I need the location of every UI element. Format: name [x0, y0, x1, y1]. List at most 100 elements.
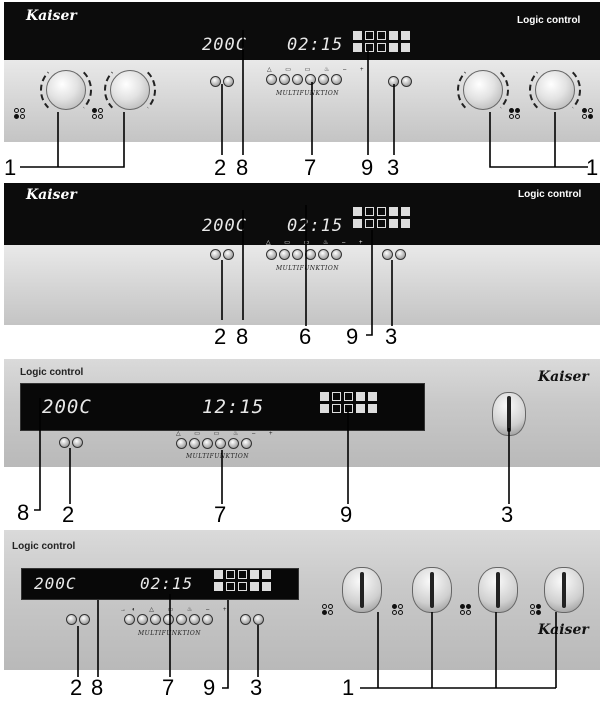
oven-panel-3: Logic control Kaiser 200C 12:15 △ ▭ ▭ ♨ …	[4, 359, 600, 467]
button[interactable]	[388, 76, 399, 87]
panel-4-brand-logo: Kaiser	[538, 622, 589, 638]
label-p2-buttons-2: 2	[214, 326, 226, 348]
panel-2-brand-logo: Kaiser	[26, 187, 77, 203]
button[interactable]	[266, 249, 277, 260]
panel-3-logic-label: Logic control	[20, 367, 83, 378]
button[interactable]	[210, 249, 221, 260]
panel-1-indicator-dots-4	[582, 108, 593, 119]
label-p4-knobs-1: 1	[342, 677, 354, 699]
panel-1-logic-label: Logic control	[517, 15, 580, 26]
button[interactable]	[331, 74, 342, 85]
panel-1-clock-display: 02:15	[287, 35, 343, 55]
button[interactable]	[137, 614, 148, 625]
button[interactable]	[292, 74, 303, 85]
panel-1-knob-4[interactable]	[535, 70, 575, 110]
panel-1-multifunktion-label: MULTIFUNKTION	[276, 90, 339, 97]
button[interactable]	[79, 614, 90, 625]
panel-1-knob-1[interactable]	[46, 70, 86, 110]
panel-1-control-buttons	[266, 74, 342, 85]
label-p3-grid-9: 9	[340, 504, 352, 526]
label-p1-knobs-left: 1	[4, 157, 16, 179]
label-p4-controls-7: 7	[162, 677, 174, 699]
button[interactable]	[228, 438, 239, 449]
panel-2-logic-label: Logic control	[518, 189, 581, 200]
label-p3-controls-7: 7	[214, 504, 226, 526]
label-p3-knob-3: 3	[501, 504, 513, 526]
panel-4-buttons-3	[240, 614, 264, 625]
button[interactable]	[202, 438, 213, 449]
panel-3-symbol-row: △ ▭ ▭ ♨ – +	[176, 430, 279, 437]
button[interactable]	[401, 76, 412, 87]
panel-1-temperature-display: 200C	[202, 35, 247, 55]
label-p1-knobs-right: 1	[586, 157, 598, 179]
button[interactable]	[223, 76, 234, 87]
button[interactable]	[318, 74, 329, 85]
button[interactable]	[305, 74, 316, 85]
panel-2-control-buttons	[266, 249, 342, 260]
label-p4-display-8: 8	[91, 677, 103, 699]
button[interactable]	[318, 249, 329, 260]
button[interactable]	[66, 614, 77, 625]
panel-4-control-buttons	[124, 614, 213, 625]
panel-3-brand-logo: Kaiser	[538, 369, 589, 385]
panel-3-buttons-2	[59, 437, 83, 448]
panel-1-symbol-row: △ ▭ ▭ ♨ – +	[267, 66, 370, 73]
label-p1-controls-7: 7	[304, 157, 316, 179]
panel-4-knob-3[interactable]	[478, 567, 518, 613]
panel-1-knob-2[interactable]	[110, 70, 150, 110]
panel-1-indicator-dots-left	[14, 108, 25, 119]
panel-3-function-grid	[320, 392, 377, 413]
label-p2-controls-6: 6	[299, 326, 311, 348]
button[interactable]	[202, 614, 213, 625]
button[interactable]	[189, 614, 200, 625]
panel-2-buttons-2	[210, 249, 234, 260]
panel-1-knob-3[interactable]	[463, 70, 503, 110]
panel-1-indicator-dots-2	[92, 108, 103, 119]
panel-2-multifunktion-label: MULTIFUNKTION	[276, 265, 339, 272]
label-p1-display-8: 8	[236, 157, 248, 179]
button[interactable]	[253, 614, 264, 625]
panel-4-knob-2[interactable]	[412, 567, 452, 613]
panel-4-knob-1[interactable]	[342, 567, 382, 613]
button[interactable]	[215, 438, 226, 449]
label-p1-grid-9: 9	[361, 157, 373, 179]
panel-3-control-buttons	[176, 438, 252, 449]
button[interactable]	[59, 437, 70, 448]
button[interactable]	[163, 614, 174, 625]
panel-4-indicator-dots-4	[530, 604, 541, 615]
button[interactable]	[331, 249, 342, 260]
button[interactable]	[241, 438, 252, 449]
button[interactable]	[292, 249, 303, 260]
label-p2-display-8: 8	[236, 326, 248, 348]
label-p3-display-8: 8	[17, 502, 29, 524]
panel-4-multifunktion-label: MULTIFUNKTION	[138, 630, 201, 637]
oven-panel-2: Kaiser Logic control 200C 02:15 △ ▭ ▭ ♨ …	[4, 183, 600, 325]
button[interactable]	[210, 76, 221, 87]
panel-4-temperature-display: 200C	[34, 574, 77, 593]
panel-3-knob[interactable]	[492, 392, 526, 436]
button[interactable]	[150, 614, 161, 625]
panel-2-symbol-row: △ ▭ ▭ ♨ – +	[266, 239, 369, 246]
button[interactable]	[279, 74, 290, 85]
button[interactable]	[382, 249, 393, 260]
panel-2-clock-display: 02:15	[287, 216, 343, 236]
panel-4-knob-4[interactable]	[544, 567, 584, 613]
label-p4-grid-9: 9	[203, 677, 215, 699]
label-p3-buttons-2: 2	[62, 504, 74, 526]
button[interactable]	[395, 249, 406, 260]
panel-2-buttons-3	[382, 249, 406, 260]
button[interactable]	[223, 249, 234, 260]
button[interactable]	[279, 249, 290, 260]
button[interactable]	[189, 438, 200, 449]
button[interactable]	[176, 438, 187, 449]
button[interactable]	[124, 614, 135, 625]
panel-4-clock-display: 02:15	[140, 574, 193, 593]
button[interactable]	[240, 614, 251, 625]
button[interactable]	[266, 74, 277, 85]
button[interactable]	[305, 249, 316, 260]
oven-panel-1: Kaiser Logic control 200C 02:15 △ ▭ ▭ ♨ …	[4, 2, 600, 142]
panel-4-indicator-dots-3	[460, 604, 471, 615]
button[interactable]	[72, 437, 83, 448]
button[interactable]	[176, 614, 187, 625]
label-p2-grid-9: 9	[346, 326, 358, 348]
